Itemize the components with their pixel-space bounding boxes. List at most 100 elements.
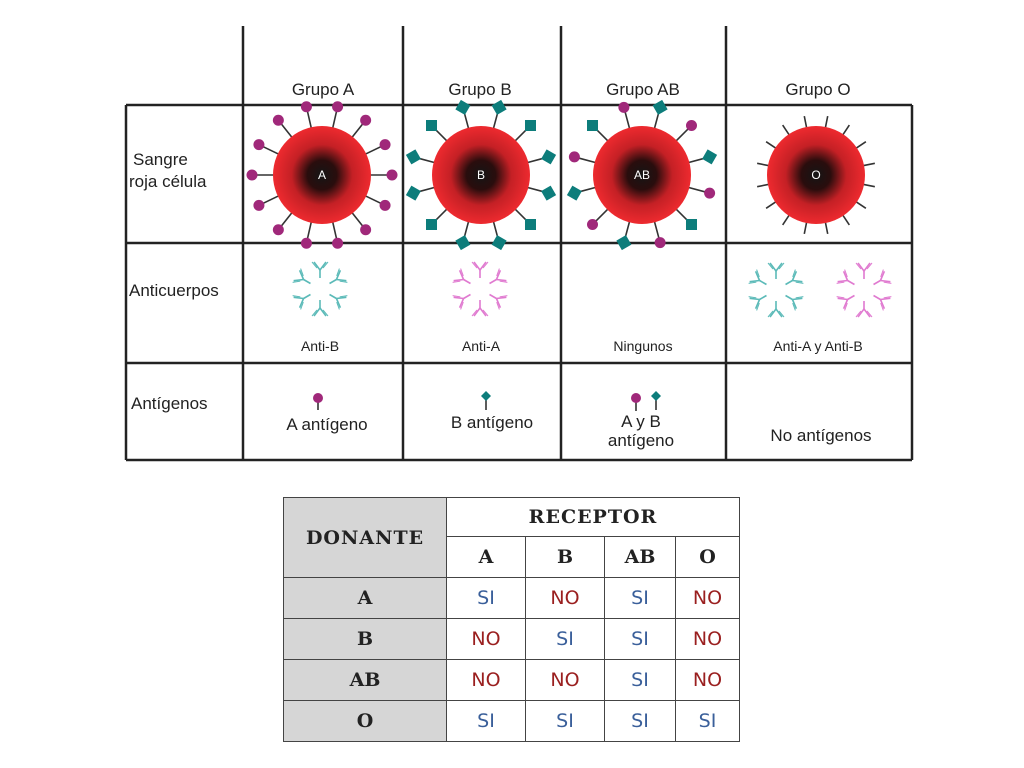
antigen-b-icon (524, 218, 536, 230)
compat-cell: SI (446, 577, 526, 619)
table-row: A SI NO SI NO (283, 577, 740, 619)
donor-row-o: O (283, 700, 447, 742)
grid-lines (124, 26, 914, 462)
header-group-a: Grupo A (292, 80, 355, 99)
antigen-a-icon (360, 224, 372, 236)
antigen-a-icon (253, 199, 265, 211)
cell-letter-ab: AB (634, 168, 650, 182)
compat-cell: SI (604, 577, 676, 619)
compat-cell: SI (604, 700, 676, 742)
antigen-a-icon (300, 101, 312, 113)
antigen-spikes-ab (566, 99, 718, 251)
blood-cell-ab: AB (566, 99, 718, 251)
blood-group-diagram: Grupo A Grupo B Grupo AB Grupo O Sangre … (124, 26, 914, 462)
antibody-anti-b-icon (748, 262, 804, 318)
table-row: O SI SI SI SI (283, 700, 740, 742)
compat-cell: NO (446, 618, 526, 660)
antibody-caption-ab: Ningunos (613, 338, 672, 354)
row-label-antibodies: Anticuerpos (129, 281, 219, 300)
header-group-ab: Grupo AB (606, 80, 680, 99)
compat-cell: NO (675, 659, 740, 701)
receptor-col-o: O (675, 536, 740, 578)
antigen-spikes-b (405, 99, 557, 251)
antigen-b-icon (541, 149, 557, 165)
antigen-spikes-a (246, 101, 398, 249)
row-label-antigens: Antígenos (131, 394, 208, 413)
antigen-b-icon (426, 120, 438, 132)
cell-letter-o: O (811, 168, 820, 182)
table-row: AB NO NO SI NO (283, 659, 740, 701)
compat-cell: SI (446, 700, 526, 742)
antigen-a-icon (360, 114, 372, 126)
blood-cell-a: A (246, 101, 398, 249)
compat-cell: NO (525, 577, 605, 619)
receptor-col-ab: AB (604, 536, 676, 578)
compat-cell: SI (525, 700, 605, 742)
antigen-a-icon (253, 139, 265, 151)
antigen-ab-pins-icon (631, 391, 661, 411)
antigen-label-b: B antígeno (451, 413, 533, 432)
receptor-header: RECEPTOR (446, 497, 740, 537)
antigen-a-icon (654, 237, 666, 249)
antigen-a-icon (379, 139, 391, 151)
antigen-b-icon (652, 99, 668, 115)
antigen-b-icon (405, 149, 421, 165)
cell-letter-a: A (318, 168, 326, 182)
antigen-label-ab-2: antígeno (608, 431, 674, 450)
antigen-a-icon (568, 151, 580, 163)
antigen-a-icon (379, 199, 391, 211)
antigen-a-icon (587, 218, 599, 230)
donor-row-b: B (283, 618, 447, 660)
compat-cell: NO (446, 659, 526, 701)
antigen-a-icon (272, 114, 284, 126)
header-group-o: Grupo O (785, 80, 850, 99)
antibody-anti-a-icon (836, 262, 892, 318)
antigen-b-icon (426, 218, 438, 230)
blood-cell-b: B (405, 99, 557, 251)
blood-cell-o: O (756, 115, 876, 235)
compat-cell: SI (675, 700, 740, 742)
antigen-b-icon (616, 235, 632, 251)
row-label-cell-1: Sangre (133, 150, 188, 169)
antigen-a-icon (300, 237, 312, 249)
compat-cell: NO (675, 577, 740, 619)
antigen-a-icon (332, 101, 344, 113)
antigen-b-icon (405, 185, 421, 201)
table-row: B NO SI SI NO (283, 618, 740, 660)
antigen-b-icon (587, 120, 599, 132)
antigen-b-icon (685, 218, 697, 230)
donor-header: DONANTE (283, 497, 447, 578)
compat-cell: SI (604, 659, 676, 701)
antibody-anti-b-icon (292, 261, 348, 317)
compat-cell: SI (604, 618, 676, 660)
antigen-a-icon (272, 224, 284, 236)
antigen-b-icon (524, 120, 536, 132)
antigen-b-icon (702, 149, 718, 165)
antibody-caption-o: Anti-A y Anti-B (773, 338, 862, 354)
antigen-b-pin-icon (481, 391, 491, 410)
antigen-b-icon (491, 99, 507, 115)
antigen-a-icon (685, 120, 697, 132)
row-label-cell-2: roja célula (129, 172, 207, 191)
donor-row-ab: AB (283, 659, 447, 701)
header-group-b: Grupo B (448, 80, 511, 99)
antigen-b-icon (491, 235, 507, 251)
antigen-label-a: A antígeno (286, 415, 367, 434)
compatibility-table: DONANTE RECEPTOR A B AB O A SI NO SI NO … (283, 497, 740, 742)
antigen-b-icon (541, 185, 557, 201)
antigen-a-icon (704, 187, 716, 199)
antigen-b-icon (455, 235, 471, 251)
cell-letter-b: B (477, 168, 485, 182)
antigen-a-icon (386, 169, 398, 181)
antigen-label-ab-1: A y B (621, 412, 661, 431)
compat-cell: SI (525, 618, 605, 660)
receptor-col-a: A (446, 536, 526, 578)
antigen-b-icon (455, 99, 471, 115)
antigen-a-pin-icon (313, 393, 323, 410)
compat-cell: NO (675, 618, 740, 660)
antibody-anti-a-icon (452, 261, 508, 317)
antigen-a-icon (332, 237, 344, 249)
antibody-caption-a: Anti-B (301, 338, 339, 354)
receptor-col-b: B (525, 536, 605, 578)
donor-row-a: A (283, 577, 447, 619)
